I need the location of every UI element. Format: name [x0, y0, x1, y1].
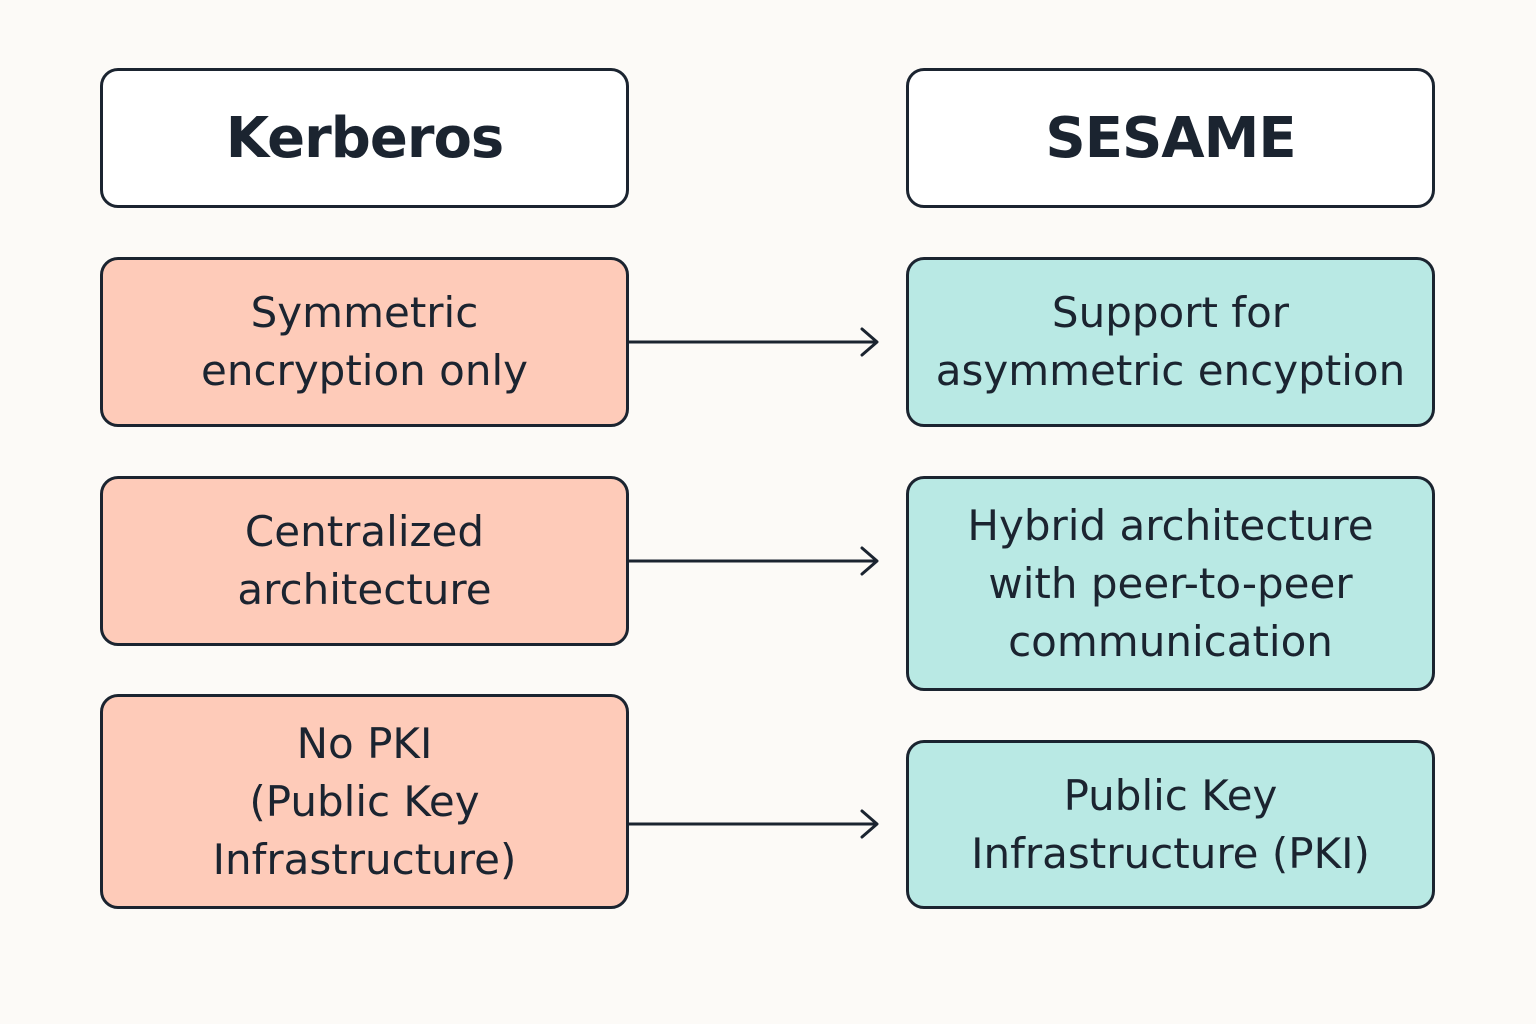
sesame-item-3: Public Key Infrastructure (PKI) [906, 740, 1435, 909]
kerberos-item-2-label: Centralized architecture [237, 507, 492, 614]
kerberos-item-3: No PKI (Public Key Infrastructure) [100, 694, 629, 909]
kerberos-item-3-label: No PKI (Public Key Infrastructure) [212, 718, 517, 884]
sesame-header-label: SESAME [1045, 105, 1296, 171]
sesame-item-3-label: Public Key Infrastructure (PKI) [971, 770, 1370, 878]
sesame-item-1: Support for asymmetric encyption [906, 257, 1435, 427]
arrow-row-3 [627, 809, 879, 839]
sesame-header: SESAME [906, 68, 1435, 208]
sesame-item-2: Hybrid architecture with peer-to-peer co… [906, 476, 1435, 691]
arrow-row-1 [627, 327, 879, 357]
sesame-item-1-label: Support for asymmetric encyption [935, 288, 1406, 395]
kerberos-item-2: Centralized architecture [100, 476, 629, 646]
kerberos-item-1: Symmetric encryption only [100, 257, 629, 427]
kerberos-header: Kerberos [100, 68, 629, 208]
arrow-row-2 [627, 546, 879, 576]
sesame-item-2-label: Hybrid architecture with peer-to-peer co… [967, 500, 1374, 666]
kerberos-header-label: Kerberos [225, 105, 504, 171]
kerberos-item-1-label: Symmetric encryption only [201, 288, 528, 395]
